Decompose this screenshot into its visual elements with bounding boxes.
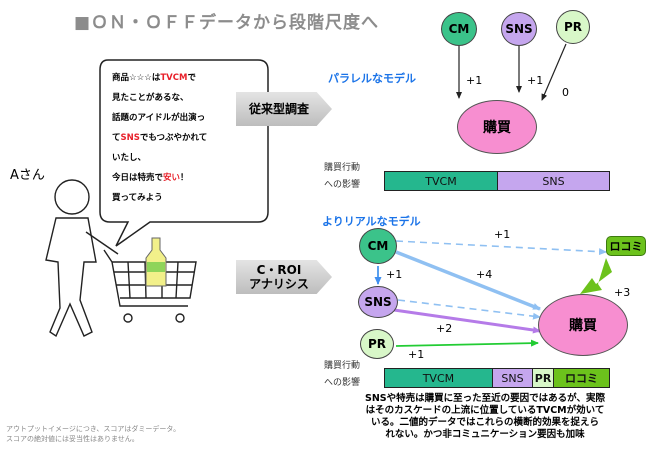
node-cm-top: CM [441,12,477,46]
impact-bar-top: TVCM SNS [384,171,610,191]
person-name: Aさん [10,168,45,183]
node-pr-top: PR [556,10,590,44]
bubble-line: 商品☆☆☆はTVCMで [112,73,196,83]
edge-label-kuchi-buy: +3 [614,286,631,299]
impact-label-bottom: 購買行動 への影響 [324,361,361,388]
node-pr-bottom: PR [360,329,394,359]
speech-bubble-text: 商品☆☆☆はTVCMで 見たことがあるな、 話題のアイドルが出演っ てSNSでも… [112,68,207,208]
method-chevron-traditional: 従来型調査 [236,92,332,126]
bubble-line: いたし、 [112,153,147,163]
parallel-arrows [456,43,567,101]
edge-label-cm-top: +1 [466,74,483,87]
edge-label-cm-buy: +4 [476,268,493,281]
impact-bar-bottom: TVCM SNS PR ロコミ [384,368,610,388]
edge-label-sns-buy: +2 [436,322,453,335]
bubble-line: 買ってみよう [112,193,163,203]
edge-label-cm-sns: +1 [386,268,403,281]
bar-segment-sns-top: SNS [497,172,609,190]
node-purchase-top: 購買 [457,100,537,154]
explanation-note: SNSや特売は購買に至った至近の要因ではあるが、実際 はそのカスケードの上流に位… [365,393,605,440]
bar-segment-kuchi-bottom: ロコミ [552,369,609,387]
node-purchase-bottom: 購買 [538,294,628,356]
method-chevron-croi: C・ROI アナリシス [236,260,332,294]
edge-label-pr-top: 0 [562,86,569,99]
cascade-arrows [374,240,612,347]
edge-label-sns-top: +1 [527,74,544,87]
person-figure [45,179,119,338]
parallel-model-label: パラレルなモデル [328,72,416,85]
bubble-line: 話題のアイドルが出演っ [112,113,206,123]
impact-label-top: 購買行動 への影響 [324,163,361,190]
edge-label-pr-buy: +1 [408,348,425,361]
bar-segment-sns-bottom: SNS [491,369,533,387]
page-title: ■ＯＮ・ＯＦＦデータから段階尺度へ [74,13,380,33]
bubble-line: 見たことがあるな、 [112,93,189,103]
node-sns-bottom: SNS [358,286,398,318]
real-model-label: よりリアルなモデル [322,215,421,228]
node-word-of-mouth-bottom: ロコミ [606,236,646,256]
node-cm-bottom: CM [359,228,397,264]
bar-segment-pr-bottom: PR [532,369,553,387]
edge-label-cm-kuchi: +1 [494,228,511,241]
product-bottle [145,237,167,287]
bubble-line: 今日は特売で安い！ [112,173,189,183]
bubble-line: てSNSでもつぶやかれて [112,133,208,143]
speech-bubble [99,59,269,247]
bar-segment-tvcm-bottom: TVCM [385,369,492,387]
node-sns-top: SNS [501,12,537,46]
footnote: アウトプットイメージにつき、スコアはダミーデータ。 スコアの絶対値には妥当性はあ… [6,425,181,443]
bar-segment-tvcm-top: TVCM [385,172,497,190]
